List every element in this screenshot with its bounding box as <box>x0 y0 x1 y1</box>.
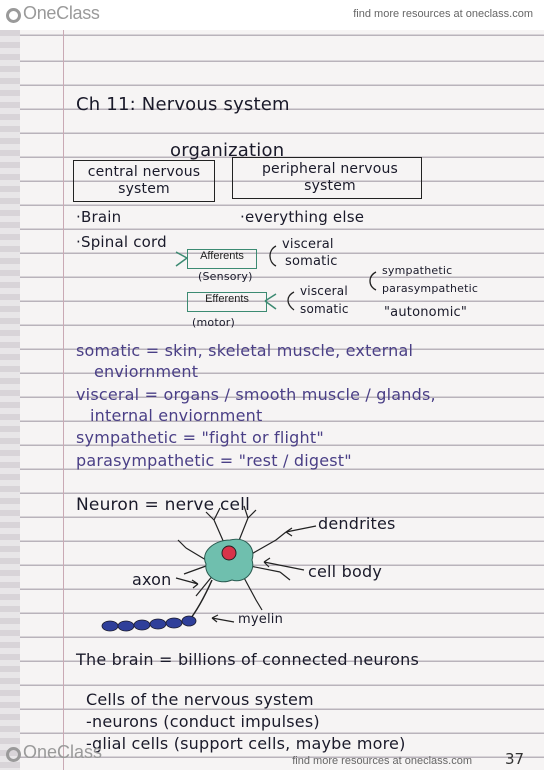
autonomic-label: "autonomic" <box>384 305 468 320</box>
cns-box <box>73 160 215 202</box>
diagram-arrows <box>175 251 277 310</box>
def-parasympathetic: parasympathetic = "rest / digest" <box>76 451 352 470</box>
oneclass-logo[interactable]: OneClass <box>6 3 100 24</box>
somatic-1: somatic <box>285 254 338 269</box>
binding-holes <box>0 0 20 770</box>
cns-label: central nervous system <box>87 164 201 197</box>
cells-glial: -glial cells (support cells, maybe more) <box>86 734 406 753</box>
cells-title: Cells of the nervous system <box>86 690 314 709</box>
visceral-1: visceral <box>282 237 334 252</box>
footer-logo[interactable]: OneClass <box>6 742 102 763</box>
def-somatic-line-2: enviornment <box>94 362 199 381</box>
spinal-cord-item: ·Spinal cord <box>76 233 167 251</box>
footer-logo-text: OneClass <box>23 742 103 762</box>
motor-label: (motor) <box>192 316 235 329</box>
pns-label: peripheral nervous system <box>261 161 399 194</box>
label-myelin: myelin <box>238 612 284 627</box>
visceral-2: visceral <box>300 284 348 298</box>
label-arrows <box>175 525 317 623</box>
sympathetic-label: sympathetic <box>382 264 453 277</box>
label-cell-body: cell body <box>308 562 382 581</box>
somatic-2: somatic <box>300 302 349 316</box>
parasympathetic-label: parasympathetic <box>382 282 479 295</box>
def-sympathetic: sympathetic = "fight or flight" <box>76 428 324 447</box>
efferents-label: Efferents <box>205 293 249 305</box>
neuron-heading: Neuron = nerve cell <box>76 495 250 515</box>
header-link[interactable]: find more resources at oneclass.com <box>353 8 533 20</box>
header-bar: OneClass find more resources at oneclass… <box>0 0 544 30</box>
def-visceral-line-2: internal enviornment <box>90 406 263 425</box>
brain-billions-line: The brain = billions of connected neuron… <box>76 650 420 669</box>
def-visceral-line-1: visceral = organs / smooth muscle / glan… <box>76 385 436 404</box>
cells-neurons: -neurons (conduct impulses) <box>86 712 320 731</box>
margin-line <box>63 0 64 770</box>
sensory-label: (Sensory) <box>198 270 253 283</box>
pns-box <box>232 157 422 199</box>
afferents-arrow-box: Afferents <box>187 249 257 269</box>
page-number: 37 <box>505 750 525 768</box>
brain-item: ·Brain <box>76 208 122 226</box>
afferents-label: Afferents <box>200 250 244 262</box>
nucleus <box>221 545 237 561</box>
brace-marks <box>269 245 377 311</box>
footer-link[interactable]: find more resources at oneclass.com <box>292 755 472 767</box>
def-somatic-line-1: somatic = skin, skeletal muscle, externa… <box>76 341 414 360</box>
myelin-sheath <box>101 615 197 632</box>
everything-else-item: ·everything else <box>240 208 365 226</box>
notes-title: Ch 11: Nervous system <box>76 94 290 115</box>
logo-text: OneClass <box>23 3 100 23</box>
label-axon: axon <box>132 570 172 589</box>
label-dendrites: dendrites <box>318 514 396 533</box>
notes-subtitle: organization <box>170 140 285 161</box>
axon-line <box>187 579 213 623</box>
